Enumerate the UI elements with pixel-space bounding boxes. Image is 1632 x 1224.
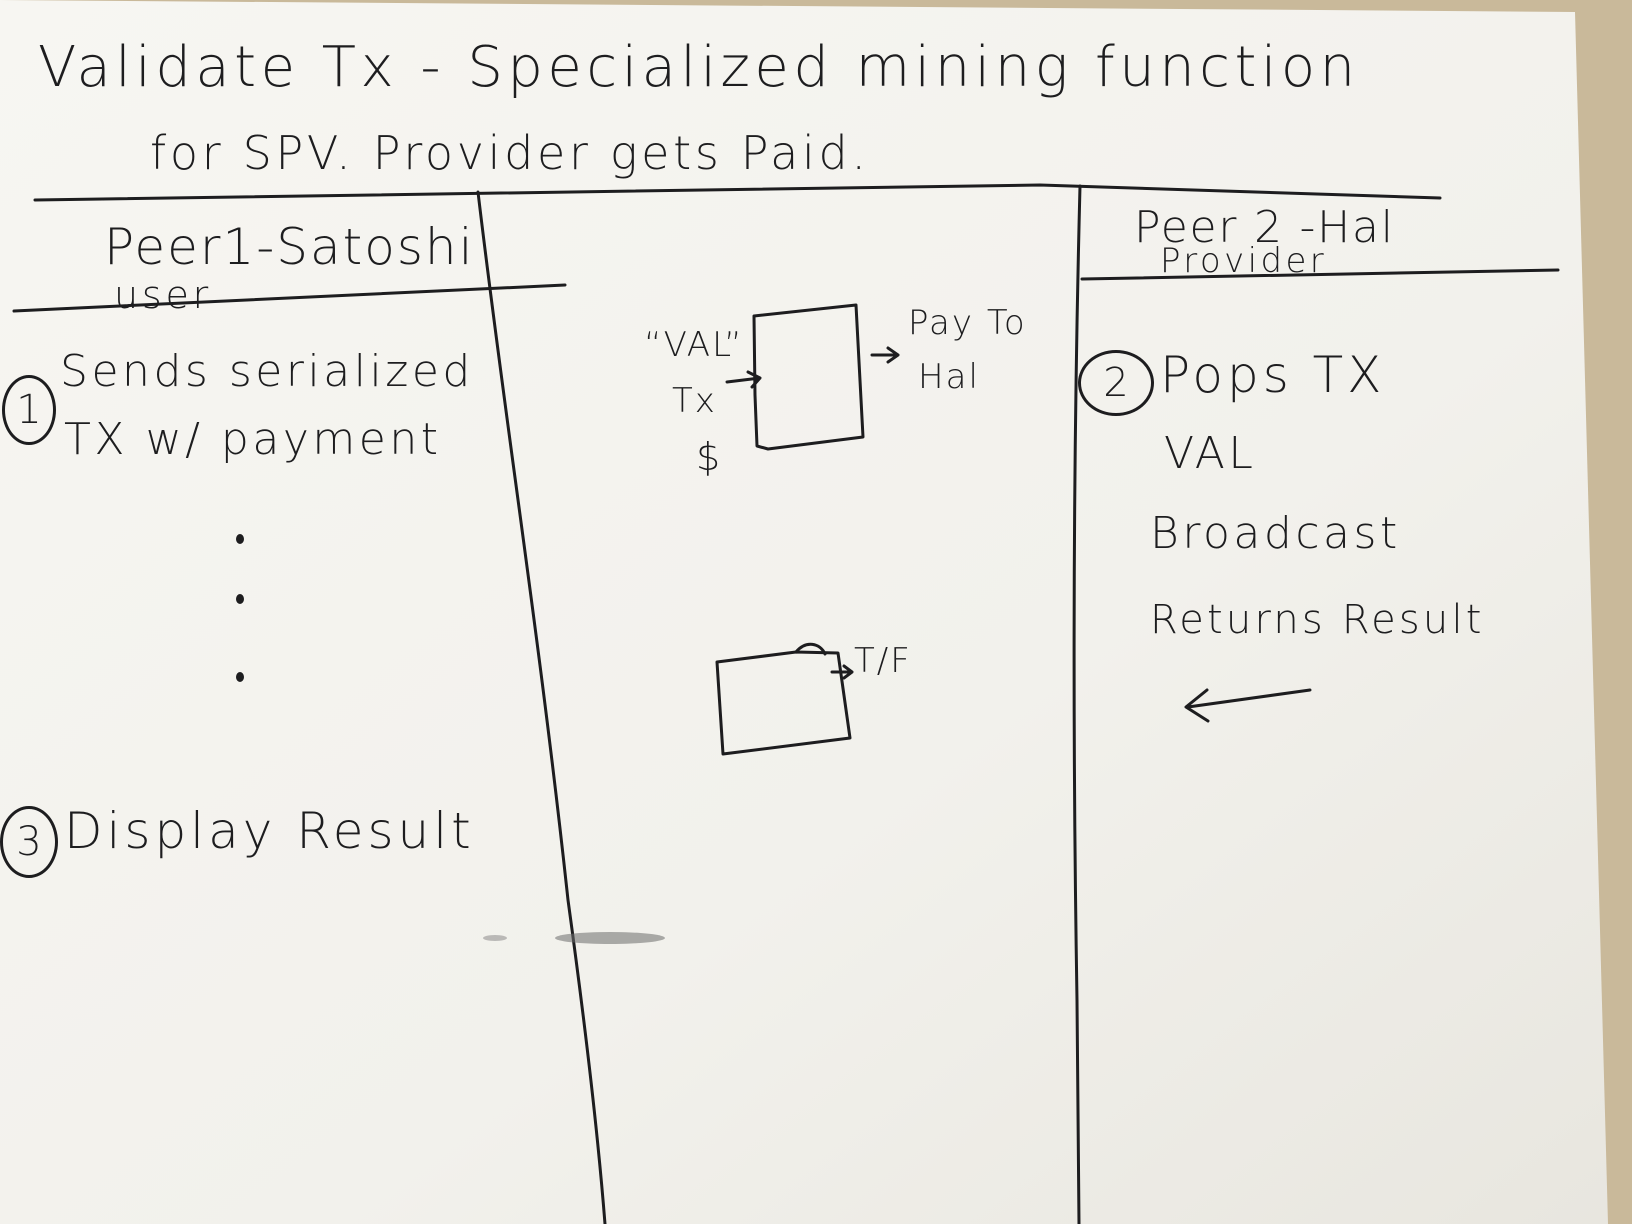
step3-text: Display Result — [64, 802, 475, 860]
result-arrow — [830, 664, 854, 680]
step2-item: Pops TX — [1160, 346, 1386, 404]
input-val-label: “VAL” — [644, 325, 744, 365]
diagram-subtitle: for SPV. Provider gets Paid. — [150, 126, 870, 180]
peer1-role: user — [114, 273, 213, 317]
step2-item: Returns Result — [1150, 597, 1485, 643]
result-tf-label: T/F — [854, 641, 912, 681]
peer1-name: Peer1-Satoshi — [104, 218, 475, 276]
step2-item: Broadcast — [1150, 508, 1401, 559]
continuation-dot — [236, 594, 244, 604]
return-arrow — [1184, 688, 1312, 723]
peer2-header-underline — [1080, 268, 1560, 281]
pay-to-hal-label: Hal — [918, 357, 980, 397]
right-column-divider — [1072, 184, 1082, 1224]
pay-to-label: Pay To — [908, 303, 1027, 343]
peer1-header-underline — [12, 283, 567, 313]
step1-number-circle: 1 — [2, 375, 56, 445]
title-divider-line — [33, 183, 1442, 202]
result-box-tab — [794, 642, 827, 656]
step3-number-circle: 3 — [0, 806, 58, 878]
validate-box — [752, 303, 865, 451]
step2-item: VAL — [1164, 428, 1257, 479]
step1-text-line2: TX w/ payment — [64, 414, 442, 465]
step1-text-line1: Sends serialized — [60, 346, 474, 397]
left-column-divider — [476, 190, 607, 1224]
result-box — [715, 650, 852, 756]
ink-smudge — [483, 932, 665, 944]
continuation-dot — [236, 534, 244, 544]
output-arrow — [870, 346, 900, 364]
input-tx-label: Tx — [672, 381, 717, 421]
peer2-name: Peer 2 -Hal — [1134, 202, 1395, 253]
input-dollar-label: $ — [696, 435, 723, 479]
continuation-dot — [236, 672, 244, 682]
diagram-title: Validate Tx - Specialized mining functio… — [38, 35, 1360, 100]
step2-number-circle: 2 — [1078, 350, 1154, 416]
input-arrow — [725, 370, 762, 389]
peer2-role: Provider — [1160, 241, 1328, 281]
